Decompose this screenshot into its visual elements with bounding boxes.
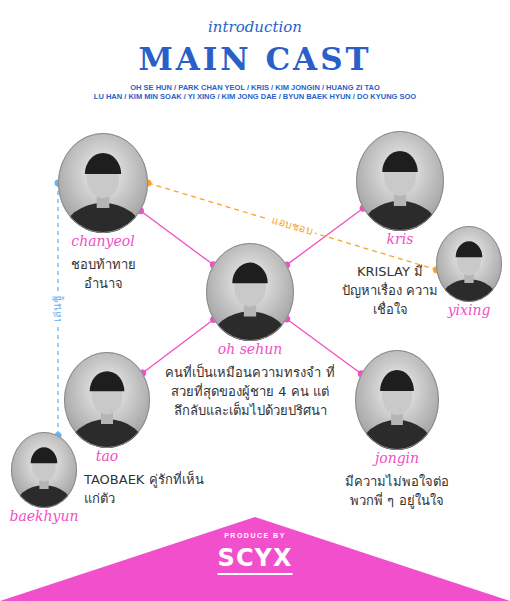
pair-note: KRISLAY มีปัญหาเรื่อง ความเชื่อใจ: [340, 262, 440, 319]
portrait-oval: [355, 350, 439, 450]
relation-label: เล่นชู้: [51, 293, 65, 325]
portrait-oval: [64, 352, 150, 448]
cast-photo-node: oh sehunคนที่เป็นเหมือนความทรงจำ ที่สวยท…: [206, 243, 294, 341]
character-note: คนที่เป็นเหมือนความทรงจำ ที่สวยที่สุดของ…: [161, 363, 339, 420]
character-name: oh sehun: [218, 341, 282, 358]
portrait-oval: [206, 243, 294, 341]
character-note: ชอบท้าทาย อำนาจ: [66, 255, 141, 293]
credit-triangle: PRODUCE BY SCYX: [0, 517, 510, 601]
intro-script: introduction: [208, 18, 302, 36]
character-name: tao: [96, 448, 118, 465]
credit-name: SCYX: [218, 545, 293, 575]
character-name: yixing: [448, 302, 491, 319]
cast-photo-node: tao: [64, 352, 150, 448]
portrait-oval: [11, 432, 77, 508]
cast-list: LU HAN / KIM MIN SOAK / YI XING / KIM JO…: [94, 92, 416, 101]
relation-line: [140, 211, 213, 265]
character-note: มีความไม่พอใจต่อ พวกพี่ ๆ อยู่ในใจ: [342, 472, 452, 510]
character-name: chanyeol: [71, 233, 134, 250]
portrait-oval: [436, 226, 502, 302]
character-name: jongin: [375, 450, 419, 467]
cast-photo-node: yixing: [436, 226, 502, 302]
pair-note: TAOBAEK คู่รักที่เห็นแก่ตัว: [84, 470, 214, 508]
cast-list: OH SE HUN / PARK CHAN YEOL / KRIS / KIM …: [130, 83, 379, 92]
character-name: kris: [387, 231, 414, 248]
relation-label: แอบชอบ: [267, 213, 317, 240]
cast-photo-node: baekhyun: [11, 432, 77, 508]
portrait-oval: [58, 133, 148, 233]
credit-caption: PRODUCE BY: [224, 531, 286, 540]
portrait-oval: [356, 131, 444, 231]
cast-photo-node: kris: [356, 131, 444, 231]
cast-photo-node: jonginมีความไม่พอใจต่อ พวกพี่ ๆ อยู่ในใจ: [355, 350, 439, 450]
cast-photo-node: chanyeolชอบท้าทาย อำนาจ: [58, 133, 148, 233]
character-name: baekhyun: [9, 508, 78, 525]
main-title: MAIN CAST: [138, 42, 371, 76]
